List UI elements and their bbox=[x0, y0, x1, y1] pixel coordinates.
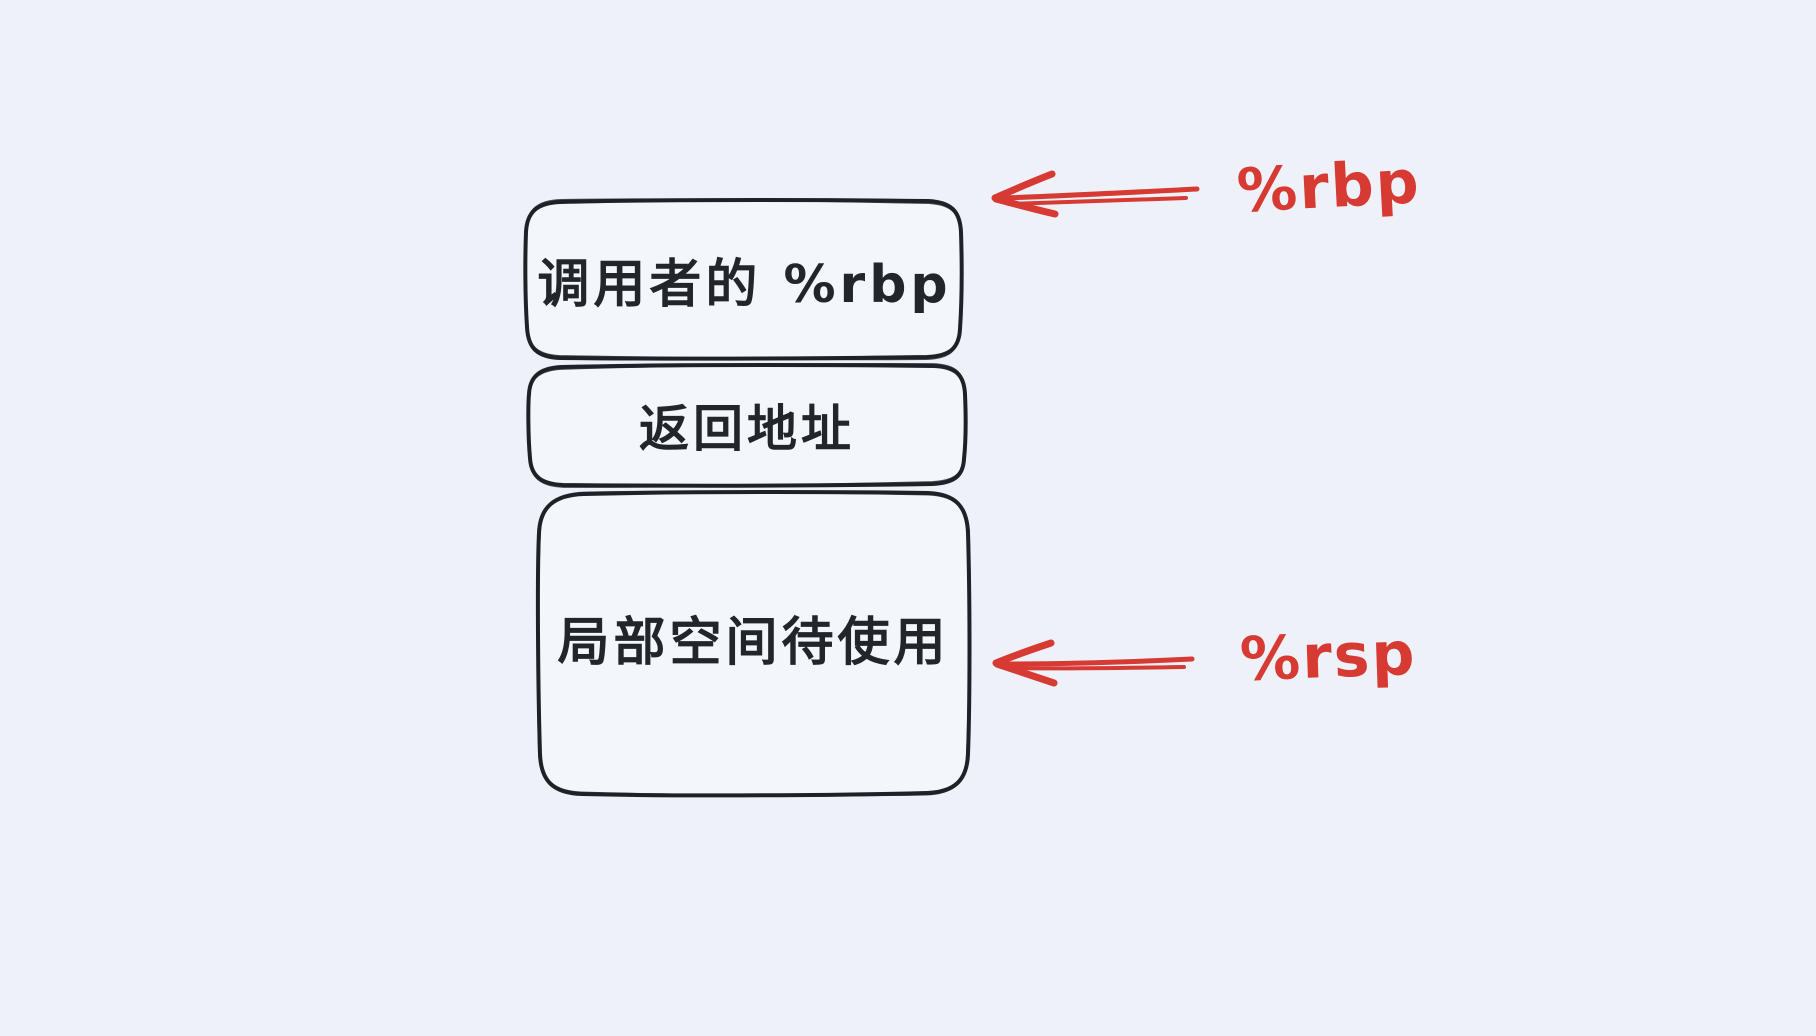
stack-box-return-address-label: 返回地址 bbox=[639, 400, 855, 458]
rsp-register-label: %rsp bbox=[1238, 618, 1418, 696]
stack-box-local-space-shape bbox=[535, 490, 972, 798]
stack-box-caller-rbp-shape bbox=[523, 198, 964, 361]
stack-box-caller-rbp-label: 调用者的 %rbp bbox=[537, 254, 952, 315]
rbp-arrow-left-icon bbox=[991, 170, 1200, 218]
stack-box-local-space-label: 局部空间待使用 bbox=[557, 612, 950, 673]
rsp-arrow-left-icon bbox=[992, 639, 1195, 687]
stack-box-return-address-shape bbox=[526, 363, 968, 488]
rbp-register-label: %rbp bbox=[1235, 147, 1423, 227]
